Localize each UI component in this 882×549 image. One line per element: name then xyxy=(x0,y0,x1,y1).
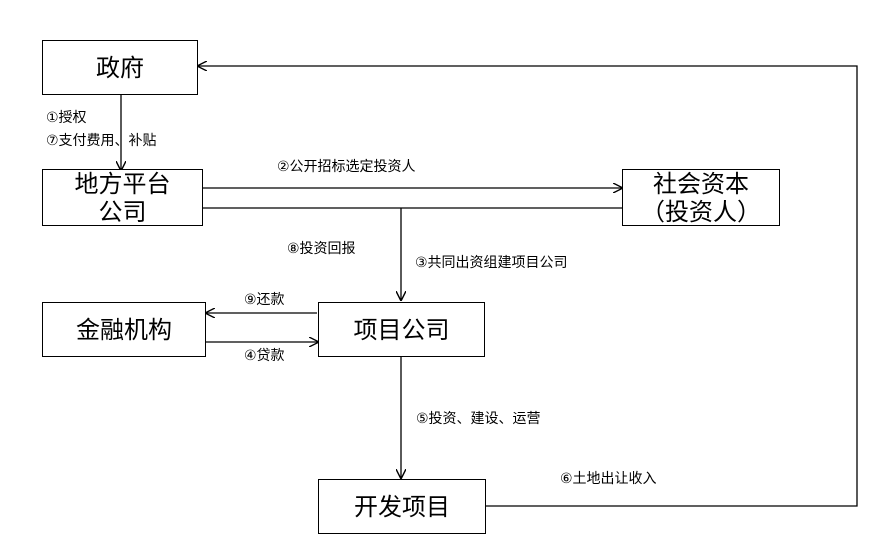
edge-label-authorize: ①授权 xyxy=(46,110,87,126)
node-local-platform-line1: 地方平台 xyxy=(74,169,171,198)
node-development-project: 开发项目 xyxy=(318,479,486,534)
arrow-development-to-gov xyxy=(198,66,858,507)
node-development-project-label: 开发项目 xyxy=(354,492,450,521)
edge-label-repay: ⑨还款 xyxy=(244,292,285,308)
node-social-capital-line2: （投资人） xyxy=(641,197,761,226)
node-government: 政府 xyxy=(42,40,198,95)
node-social-capital-line1: 社会资本 xyxy=(653,169,749,198)
node-project-company-label: 项目公司 xyxy=(353,315,450,344)
node-local-platform-line2: 公司 xyxy=(98,197,147,226)
edge-label-tender: ②公开招标选定投资人 xyxy=(277,159,416,175)
edge-label-investment-return: ⑧投资回报 xyxy=(287,241,356,257)
node-local-platform: 地方平台 公司 xyxy=(42,169,203,226)
edge-label-invest-build-operate: ⑤投资、建设、运营 xyxy=(416,411,541,427)
edge-label-loan: ④贷款 xyxy=(244,348,285,364)
node-government-label: 政府 xyxy=(96,53,144,82)
node-project-company: 项目公司 xyxy=(318,302,485,357)
node-financial-institution: 金融机构 xyxy=(42,302,206,357)
edge-label-co-invest: ③共同出资组建项目公司 xyxy=(415,255,568,271)
node-social-capital: 社会资本 （投资人） xyxy=(622,169,780,226)
node-financial-institution-label: 金融机构 xyxy=(76,315,172,344)
edge-label-pay-subsidy: ⑦支付费用、补贴 xyxy=(46,133,157,149)
edge-label-land-income: ⑥土地出让收入 xyxy=(560,471,657,487)
